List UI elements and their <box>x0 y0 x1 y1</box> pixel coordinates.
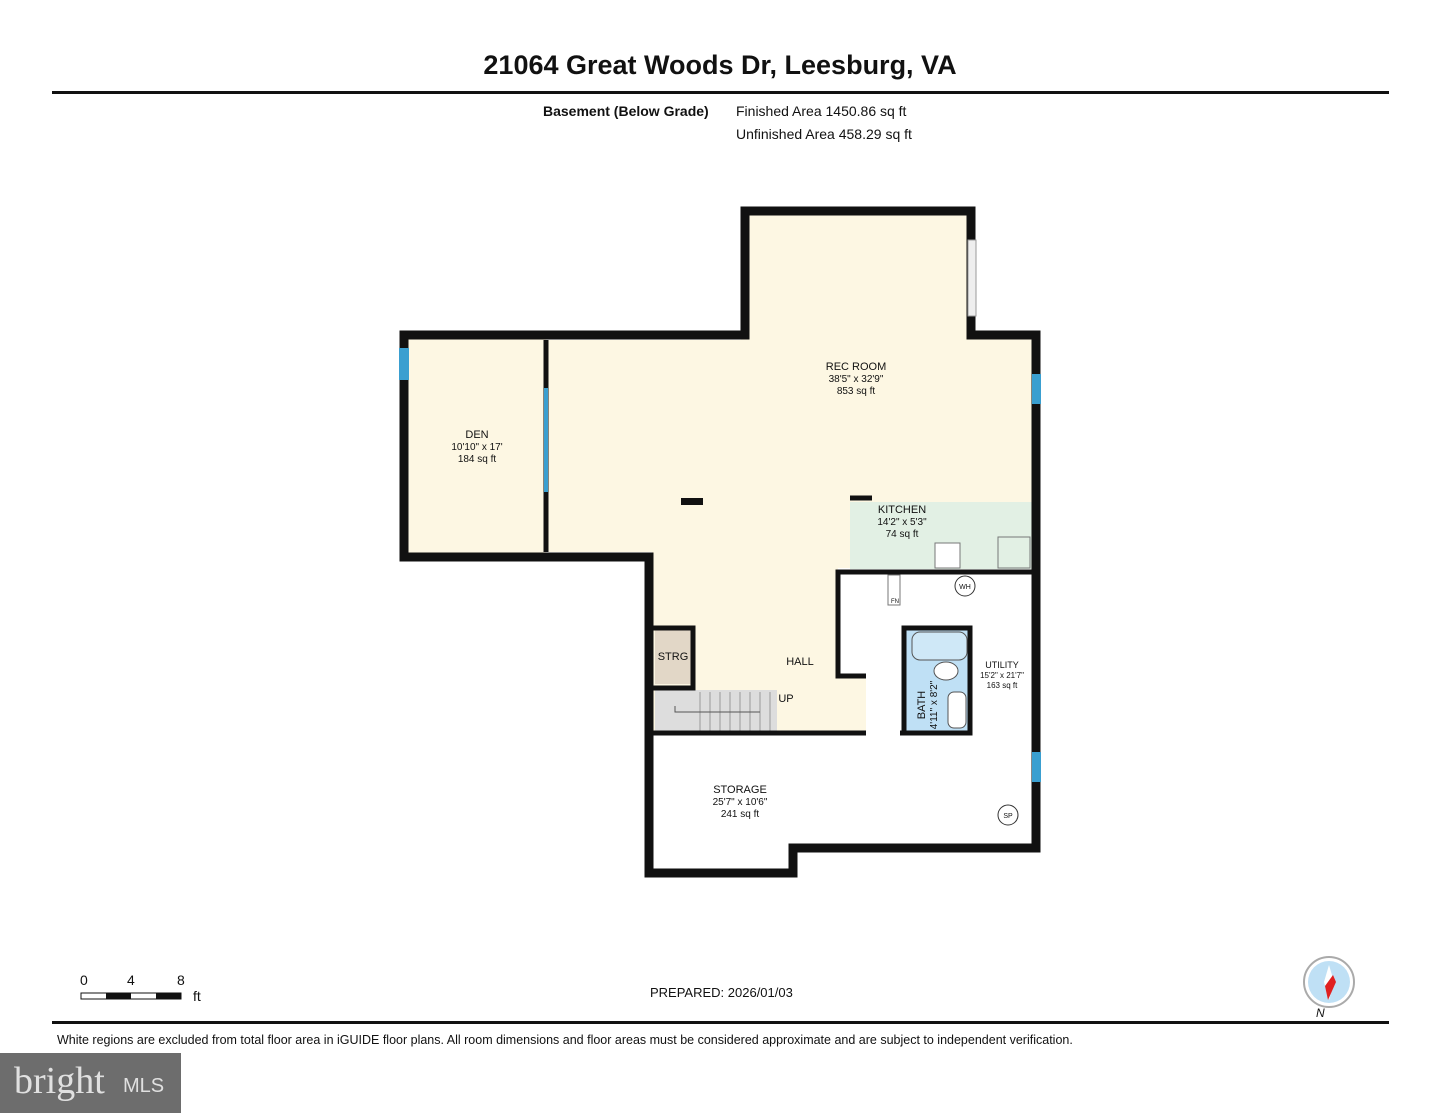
kitchen-sink <box>934 542 961 569</box>
unfinished-area: Unfinished Area 458.29 sq ft <box>736 126 912 142</box>
kitchen-name: KITCHEN <box>878 504 926 516</box>
storage-dims: 25'7" x 10'6" <box>713 797 768 808</box>
window <box>399 348 409 380</box>
level-label: Basement (Below Grade) <box>543 103 709 119</box>
prepared-date: PREPARED: 2026/01/03 <box>650 985 793 1000</box>
utility-name: UTILITY <box>985 660 1019 670</box>
kitchen-area: 74 sq ft <box>886 529 919 540</box>
wh-label: WH <box>959 584 971 591</box>
stair-treads <box>674 692 771 732</box>
scale-bar <box>80 992 182 1000</box>
scale-unit: ft <box>193 988 201 1004</box>
door-opening <box>967 239 977 317</box>
sp-label: SP <box>1003 813 1013 820</box>
window <box>1032 374 1041 404</box>
storage-name: STORAGE <box>713 784 767 796</box>
den-area: 184 sq ft <box>458 454 497 465</box>
strg-name: STRG <box>658 651 689 663</box>
window <box>544 388 548 492</box>
den-name: DEN <box>465 429 488 441</box>
footer-divider <box>52 1021 1389 1024</box>
bathtub <box>911 631 968 661</box>
kitchen-dims: 14'2" x 5'3" <box>877 517 927 528</box>
sump-pump <box>997 804 1019 826</box>
utility-area: 163 sq ft <box>987 681 1018 690</box>
furnace <box>887 574 901 606</box>
strg-fill <box>655 629 693 684</box>
den-dims: 10'10" x 17' <box>451 442 502 453</box>
exterior-walls <box>399 206 1041 878</box>
scale-tick-8: 8 <box>177 972 185 988</box>
scale-tick-4: 4 <box>127 972 135 988</box>
sink <box>947 691 967 729</box>
page-title: 21064 Great Woods Dr, Leesburg, VA <box>483 50 957 80</box>
stairs-up-label: UP <box>778 693 793 705</box>
window <box>1032 752 1041 782</box>
rec-room-name: REC ROOM <box>826 361 887 373</box>
rec-room-dims: 38'5" x 32'9" <box>829 374 884 385</box>
header-divider <box>52 91 1389 94</box>
compass-icon <box>1303 956 1355 1008</box>
disclaimer: White regions are excluded from total fl… <box>57 1033 1073 1047</box>
hall-name: HALL <box>786 656 814 668</box>
compass-north-label: N <box>1316 1006 1325 1020</box>
stairs <box>655 690 777 732</box>
bath-dims: 4'11" x 8'2" <box>929 680 940 729</box>
rec-room-area: 853 sq ft <box>837 386 876 397</box>
column <box>681 498 703 505</box>
toilet <box>933 661 959 681</box>
finished-area: Finished Area 1450.86 sq ft <box>736 103 907 119</box>
water-heater <box>954 575 976 597</box>
appliance <box>997 536 1031 569</box>
scale-tick-0: 0 <box>80 972 88 988</box>
den-fill <box>405 336 546 553</box>
storage-area: 241 sq ft <box>721 809 760 820</box>
utility-dims: 15'2" x 21'7" <box>980 671 1024 680</box>
bath-name: BATH <box>916 691 928 720</box>
rec-room-fill <box>546 212 1035 733</box>
fn-label: FN <box>891 599 899 605</box>
